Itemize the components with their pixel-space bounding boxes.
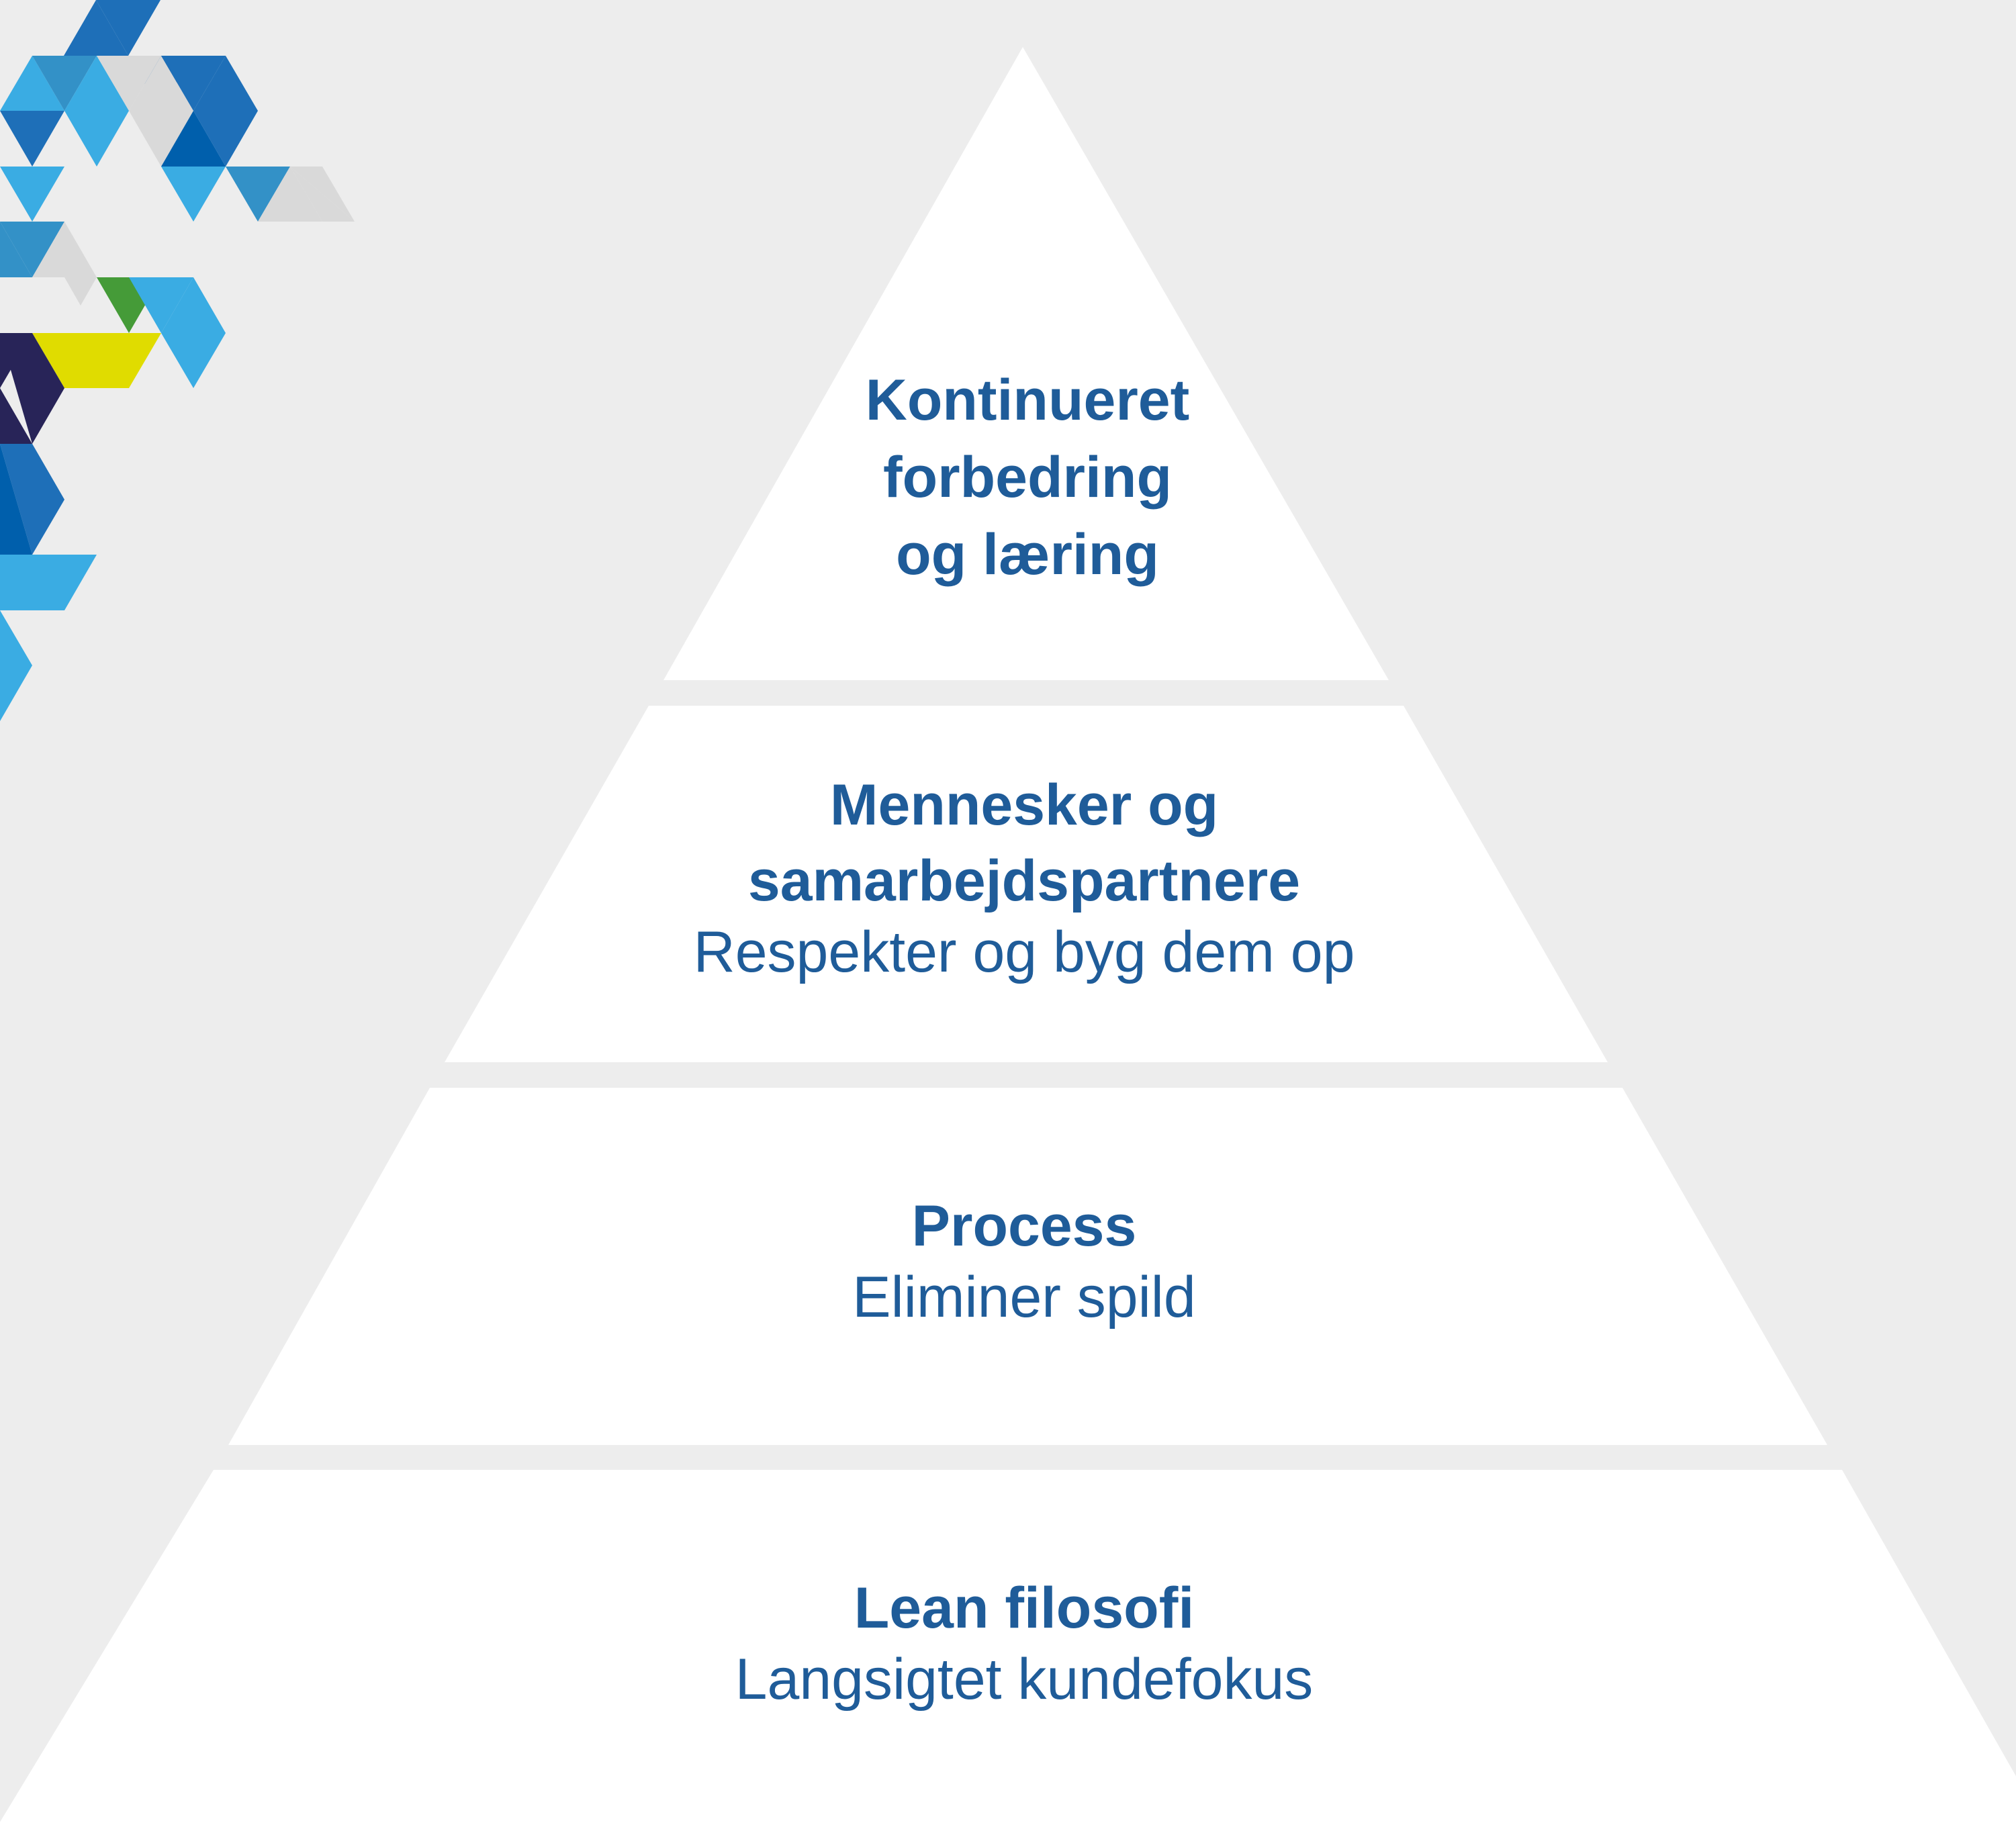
tier-label-top: Kontinueret forbedring og læring [866,368,1190,587]
mosaic-triangle [161,277,226,333]
mosaic-triangle [0,388,32,444]
mosaic-triangle [64,0,128,56]
mosaic-triangle [64,56,129,111]
mosaic-triangle [161,56,226,111]
mosaic-triangle [0,444,32,555]
tier-people-line-2: samarbejdspartnere [748,849,1300,913]
mosaic-triangle [129,56,193,111]
decorative-mosaic-icon [0,0,355,721]
pyramid-tier-process [228,1088,1827,1445]
mosaic-triangle [0,56,64,111]
tier-top-line-2: forbedring [883,445,1172,510]
mosaic-triangle [226,167,290,222]
mosaic-triangle [64,277,97,306]
mosaic-triangle [32,56,97,111]
pyramid-tier-people [445,706,1608,1062]
mosaic-triangle [129,111,193,167]
mosaic-triangle [290,167,355,222]
pyramid-tier-top [663,47,1389,680]
mosaic-triangle [161,111,226,167]
mosaic-triangle [0,222,32,277]
mosaic-triangle [0,444,64,555]
mosaic-triangle [161,333,226,388]
mosaic-triangle [0,555,97,610]
mosaic-triangle [0,333,64,444]
tier-people-line-3: Respekter og byg dem op [694,920,1355,984]
mosaic-triangle [64,111,129,167]
pyramid-tier-philosophy [0,1470,2016,1823]
tier-label-people: Mennesker og samarbejdspartnere Respekte… [694,773,1355,984]
mosaic-triangle [193,56,258,111]
mosaic-triangle [32,333,161,388]
tier-top-line-3: og læring [896,522,1159,587]
tier-process-line-1: Process [912,1194,1137,1258]
mosaic-triangle [193,111,258,167]
tier-top-line-1: Kontinueret [866,368,1190,432]
mosaic-triangle [258,167,322,222]
mosaic-triangle [32,222,97,277]
mosaic-triangle [96,0,161,56]
mosaic-triangle [0,167,64,222]
pyramid-tiers [0,47,2016,1823]
mosaic-triangle [161,167,226,222]
mosaic-triangle [129,277,193,333]
tier-label-process: Process Eliminer spild [852,1194,1195,1329]
mosaic-triangle [0,111,64,167]
tier-philosophy-line-1: Lean filosofi [854,1576,1194,1640]
tier-people-line-1: Mennesker og [830,773,1218,837]
tier-process-line-2: Eliminer spild [852,1265,1195,1329]
mosaic-triangle [97,56,161,111]
mosaic-triangle [0,333,32,388]
tier-philosophy-line-2: Langsigtet kundefokus [735,1647,1314,1712]
mosaic-triangle [0,610,32,721]
mosaic-triangle [0,222,64,277]
tier-label-philosophy: Lean filosofi Langsigtet kundefokus [735,1576,1314,1712]
